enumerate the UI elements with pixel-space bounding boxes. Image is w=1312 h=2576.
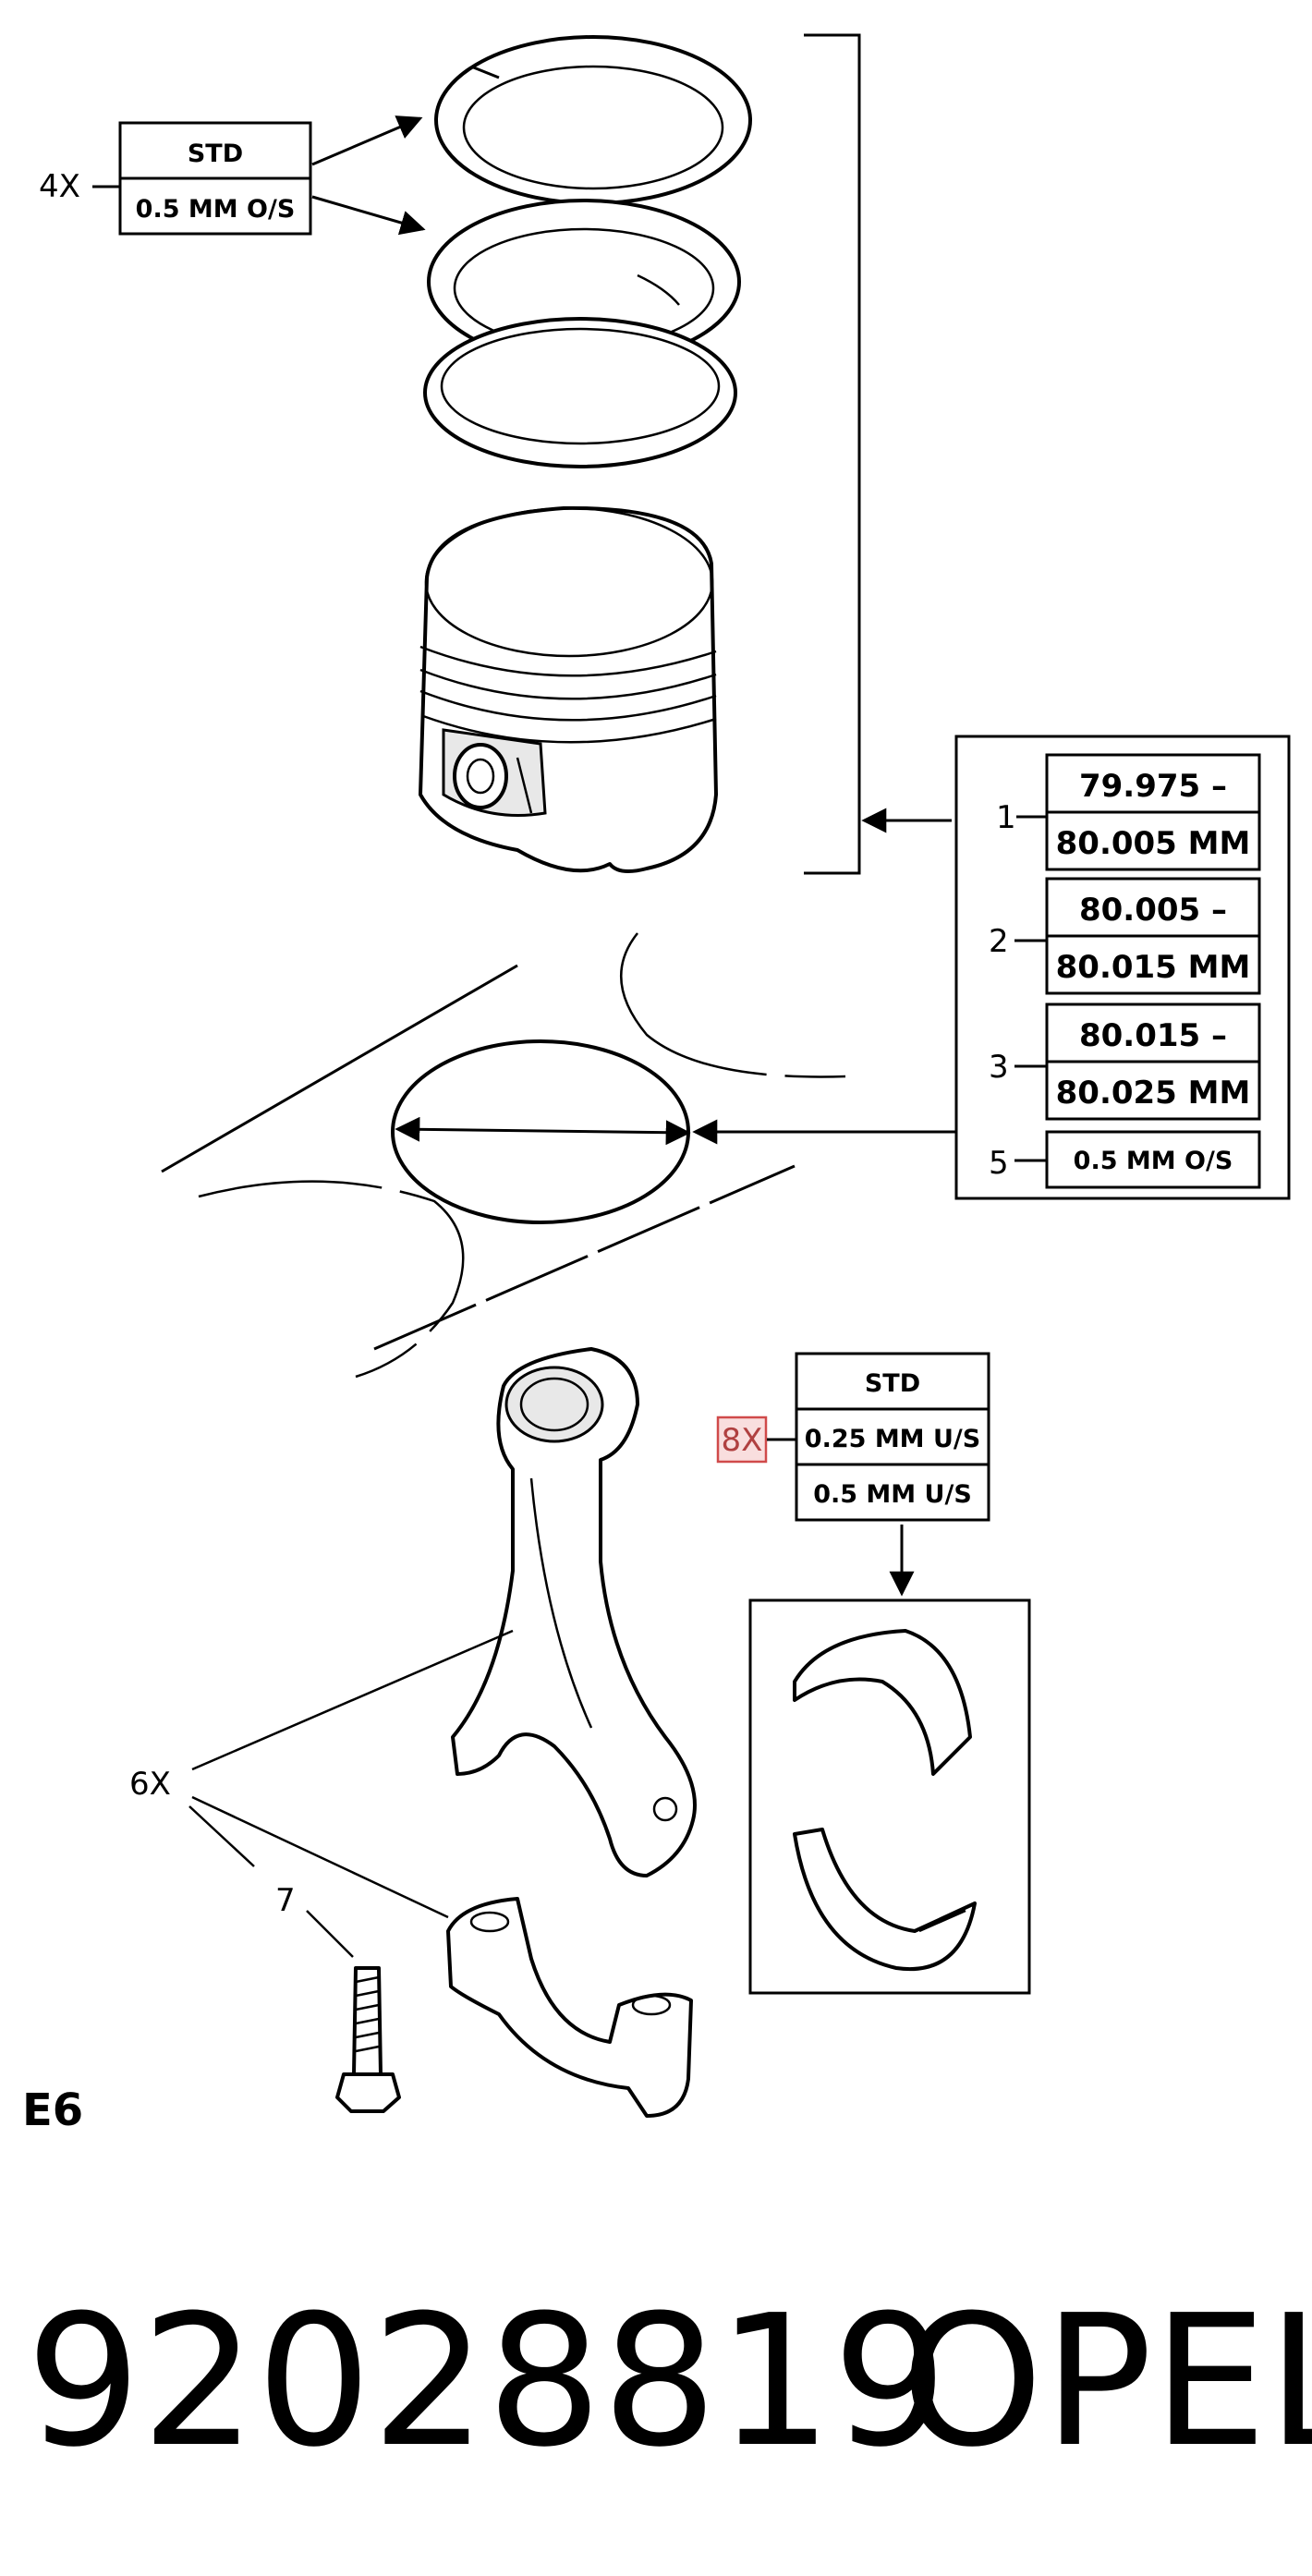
leader-lines	[188, 1629, 514, 1958]
bolt	[335, 1966, 401, 2113]
ring-bottom	[423, 317, 737, 468]
brand-name: OPEL	[901, 2277, 1312, 2487]
size-index-3: 3	[989, 1049, 1009, 1086]
size-option-1: 1 79.975 – 80.005 MM	[996, 753, 1261, 871]
size-3-max: 80.025 MM	[1056, 1075, 1251, 1112]
connecting-rod	[451, 1347, 697, 1877]
bearing-option-05: 0.5 MM U/S	[813, 1480, 972, 1509]
size-index-5: 5	[989, 1145, 1009, 1182]
bearing-inset-box	[748, 1598, 1031, 1995]
piston	[419, 505, 718, 874]
ring-option-oversize: 0.5 MM O/S	[136, 195, 296, 224]
size-option-2: 2 80.005 – 80.015 MM	[989, 877, 1261, 995]
piston-size-outer-box	[954, 735, 1291, 1200]
bearing-option-025: 0.25 MM U/S	[805, 1425, 980, 1453]
ring-qty-label: 4X	[39, 168, 80, 205]
size-option-5: 5 0.5 MM O/S	[989, 1130, 1261, 1189]
ring-size-callout: 4X STD 0.5 MM O/S	[39, 115, 426, 236]
size-1-min: 79.975 –	[1079, 768, 1227, 805]
size-index-1: 1	[996, 799, 1016, 836]
size-1-max: 80.005 MM	[1056, 825, 1251, 862]
connecting-rod-cap	[446, 1897, 693, 2118]
bore-diameter-arrow	[395, 1116, 691, 1146]
piston-rings	[423, 35, 752, 468]
cylinder-block	[161, 932, 956, 1379]
size-3-min: 80.015 –	[1079, 1017, 1227, 1054]
size-2-max: 80.015 MM	[1056, 949, 1251, 986]
bolt-index-label: 7	[275, 1882, 296, 1919]
size-5-oversize: 0.5 MM O/S	[1074, 1147, 1233, 1175]
bearing-option-std: STD	[865, 1369, 920, 1398]
bearing-qty-label: 8X	[722, 1422, 763, 1459]
size-2-min: 80.005 –	[1079, 892, 1227, 929]
bearing-qty-highlight	[716, 1416, 768, 1464]
size-index-2: 2	[989, 923, 1009, 960]
bearing-size-callout: 8X STD 0.25 MM U/S 0.5 MM U/S	[716, 1352, 990, 1522]
bearing-shells	[748, 1525, 1031, 1995]
piston-size-callout: 1 79.975 – 80.005 MM 2 80.005 – 80.015 M…	[954, 735, 1291, 1200]
ring-top	[434, 35, 752, 205]
diagram-code: E6	[22, 2084, 83, 2136]
conrod-qty-label: 6X	[129, 1766, 171, 1803]
part-number: 92028819	[26, 2277, 948, 2487]
size-option-3: 3 80.015 – 80.025 MM	[989, 1002, 1261, 1121]
piston-bracket	[804, 33, 952, 875]
ring-option-std: STD	[188, 140, 243, 168]
